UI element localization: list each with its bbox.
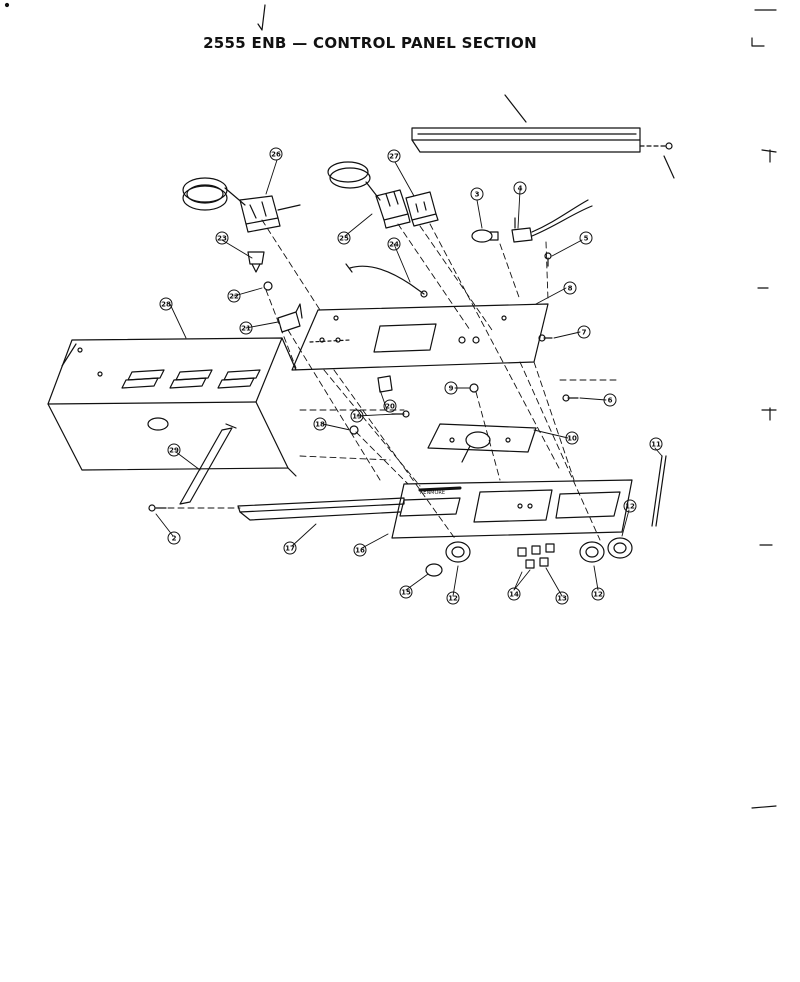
svg-text:14: 14 <box>509 591 519 599</box>
alignment-lines <box>167 219 621 541</box>
part-21-bracket <box>277 303 303 333</box>
svg-text:6: 6 <box>608 397 613 405</box>
part-2-screw <box>148 504 167 512</box>
svg-text:9: 9 <box>449 385 454 393</box>
callout-leaders <box>155 159 663 597</box>
callout-7: 7 <box>577 325 591 339</box>
part-22-nut <box>263 281 273 291</box>
callout-3: 3 <box>470 187 484 201</box>
callout-23: 23 <box>215 231 229 245</box>
page-title: 2555 ENB — CONTROL PANEL SECTION <box>203 34 537 52</box>
part-20-clip <box>377 375 393 393</box>
svg-text:12: 12 <box>625 503 635 511</box>
part-15-knob-small <box>425 563 443 577</box>
part-16-control-panel: KENMORE <box>391 479 633 539</box>
callout-19: 19 <box>350 409 364 423</box>
part-7-screw <box>538 334 553 342</box>
callout-5: 5 <box>579 231 593 245</box>
callout-25: 25 <box>337 231 351 245</box>
part-9-nut <box>469 383 479 393</box>
svg-text:3: 3 <box>475 191 480 199</box>
part-17-trim-strip <box>237 497 405 521</box>
svg-text:12: 12 <box>593 591 603 599</box>
svg-text:11: 11 <box>651 441 661 449</box>
callout-6: 6 <box>603 393 617 407</box>
svg-text:24: 24 <box>389 241 399 249</box>
callout-12a: 12 <box>446 591 460 605</box>
svg-text:10: 10 <box>567 435 577 443</box>
part-10-dial-plate <box>427 423 537 463</box>
svg-text:2: 2 <box>172 535 177 543</box>
part-4-socket <box>511 199 593 243</box>
part-23-lamp <box>247 251 265 273</box>
part-28-housing <box>47 337 297 477</box>
part-6-screw <box>562 394 579 402</box>
svg-text:8: 8 <box>568 285 573 293</box>
svg-text:19: 19 <box>352 413 362 421</box>
callout-18: 18 <box>313 417 327 431</box>
svg-text:20: 20 <box>385 403 395 411</box>
callout-12b: 12 <box>591 587 605 601</box>
callout-16: 16 <box>353 543 367 557</box>
callout-20: 20 <box>383 399 397 413</box>
scan-marks <box>4 2 777 809</box>
callout-28: 28 <box>159 297 173 311</box>
callout-22: 22 <box>227 289 241 303</box>
part-8-mounting-plate <box>291 303 549 371</box>
part-25-switch <box>327 161 411 229</box>
callout-15: 15 <box>399 585 413 599</box>
svg-text:23: 23 <box>217 235 227 243</box>
svg-text:28: 28 <box>161 301 171 309</box>
callout-14: 14 <box>507 587 521 601</box>
part-11-rod <box>651 455 667 527</box>
part-29-bracket <box>179 423 237 505</box>
part-3-bulb <box>471 229 499 243</box>
part-27-switch-block <box>405 191 439 227</box>
callout-10: 10 <box>565 431 579 445</box>
svg-text:12: 12 <box>448 595 458 603</box>
callout-13: 13 <box>555 591 569 605</box>
callout-17: 17 <box>283 541 297 555</box>
callout-11: 11 <box>649 437 663 451</box>
callouts: 26 27 25 3 4 5 24 23 22 21 28 8 7 6 9 20… <box>159 147 663 605</box>
callout-21: 21 <box>239 321 253 335</box>
svg-text:22: 22 <box>229 293 239 301</box>
callout-4: 4 <box>513 181 527 195</box>
part-26-thermostat <box>182 177 301 233</box>
svg-text:5: 5 <box>584 235 589 243</box>
callout-24: 24 <box>387 237 401 251</box>
svg-text:27: 27 <box>389 153 399 161</box>
part-12-knob-right <box>607 537 633 559</box>
svg-text:13: 13 <box>557 595 567 603</box>
part-24-wire <box>345 263 428 298</box>
svg-text:15: 15 <box>401 589 411 597</box>
svg-text:18: 18 <box>315 421 325 429</box>
callout-8a: 8 <box>563 281 577 295</box>
callout-9: 9 <box>444 381 458 395</box>
callout-2: 2 <box>167 531 181 545</box>
top-rail <box>411 94 675 179</box>
svg-text:26: 26 <box>271 151 281 159</box>
callout-12c: 12 <box>623 499 637 513</box>
callout-27: 27 <box>387 149 401 163</box>
svg-text:21: 21 <box>241 325 251 333</box>
svg-text:4: 4 <box>518 185 523 193</box>
svg-text:7: 7 <box>582 329 587 337</box>
svg-text:16: 16 <box>355 547 365 555</box>
part-12-knob-left <box>445 541 471 563</box>
svg-text:25: 25 <box>339 235 349 243</box>
callout-26: 26 <box>269 147 283 161</box>
callout-29: 29 <box>167 443 181 457</box>
svg-text:29: 29 <box>169 447 179 455</box>
part-13-buttons <box>517 543 555 569</box>
part-5-screw <box>544 252 552 267</box>
svg-text:17: 17 <box>285 545 295 553</box>
panel-brand-text: KENMORE <box>420 490 445 496</box>
part-12-knob-center <box>579 541 605 563</box>
